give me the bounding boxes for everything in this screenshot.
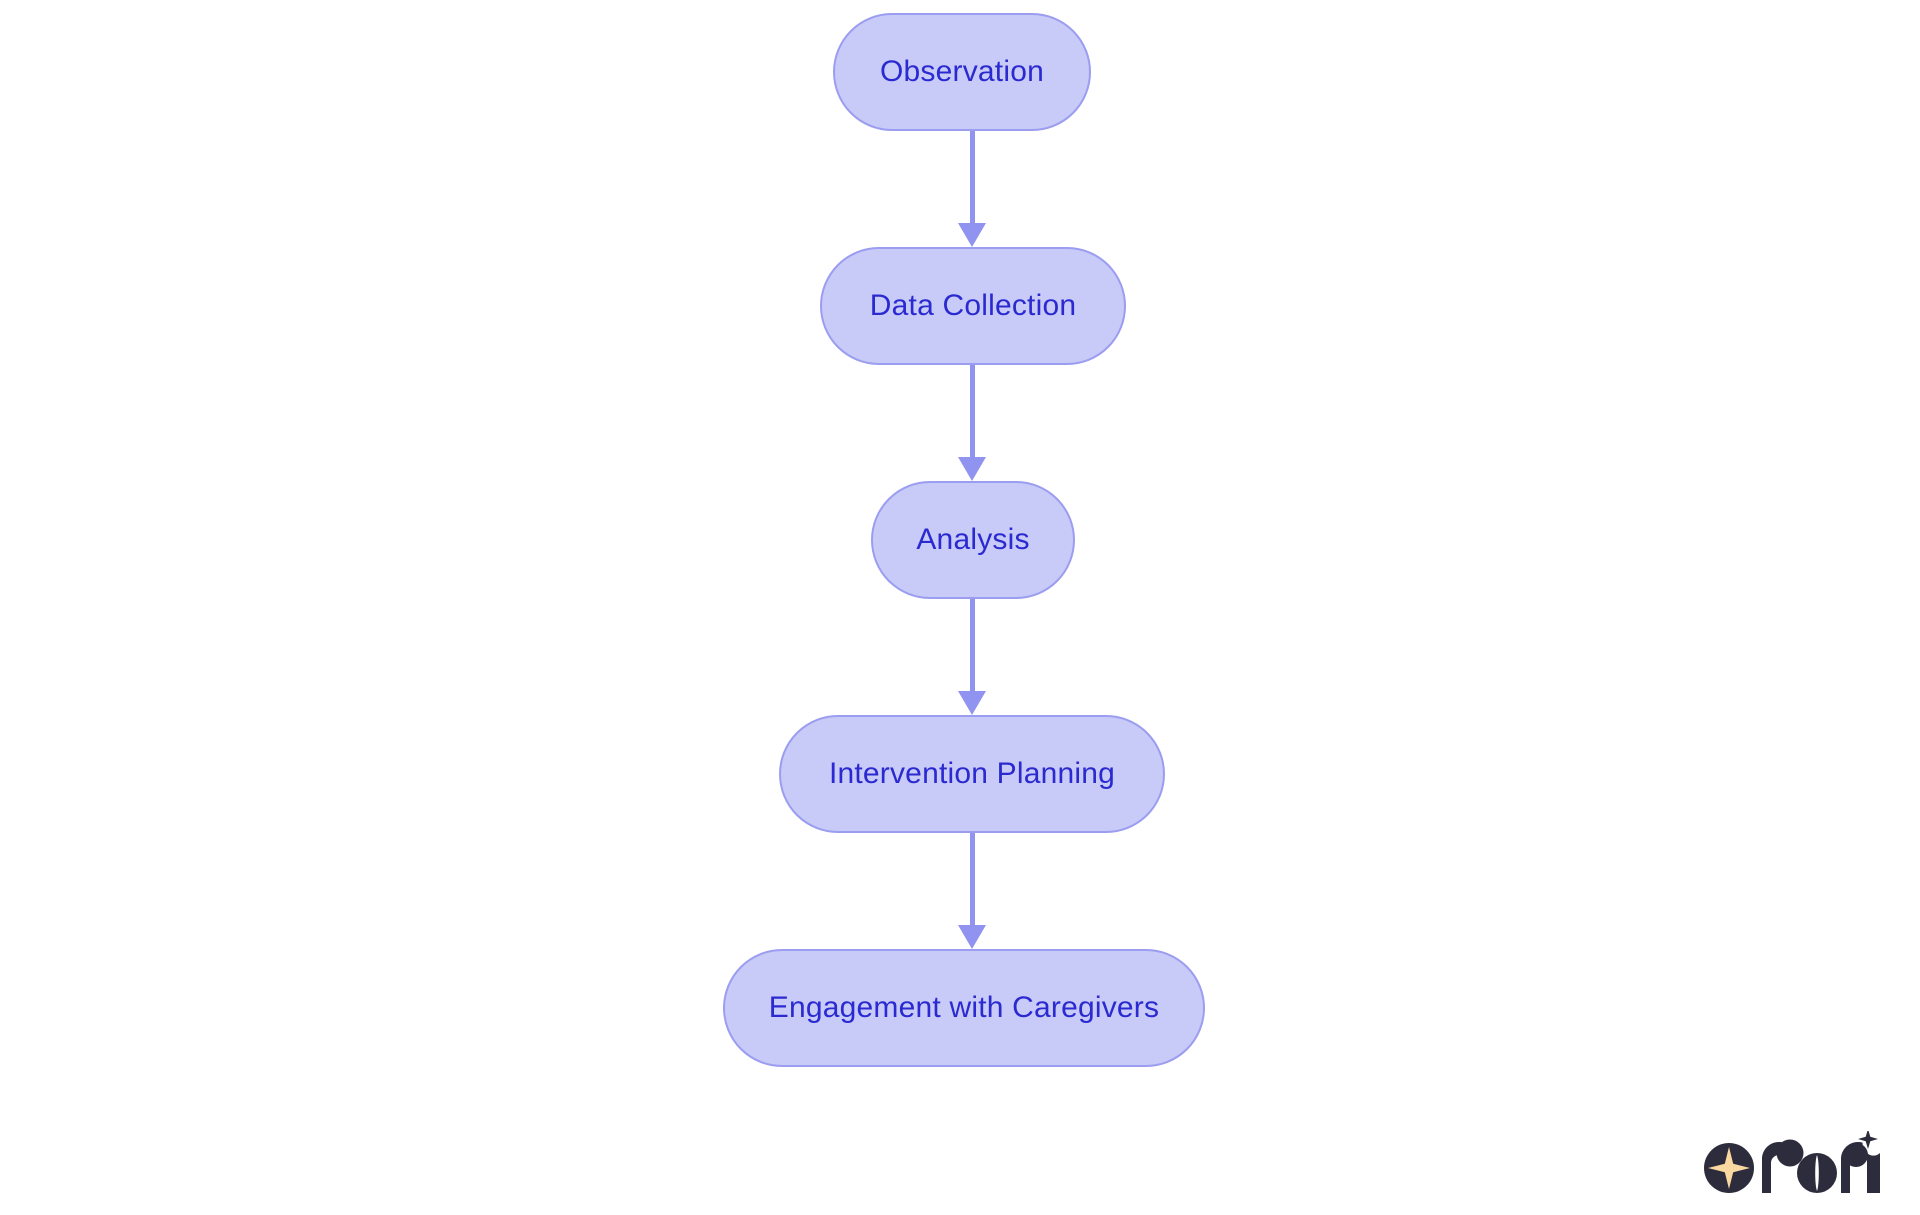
rori-wordmark-icon — [1704, 1131, 1880, 1193]
logo-sparkle-small-icon — [1858, 1131, 1878, 1149]
flow-node-label: Data Collection — [869, 289, 1077, 322]
flow-node-data-collection[interactable]: Data Collection — [820, 247, 1126, 365]
brand-logo — [1704, 1131, 1880, 1193]
logo-letter-o-slit — [1815, 1155, 1819, 1191]
arrow-head-icon — [958, 691, 986, 715]
logo-letter-r-dot — [1776, 1139, 1804, 1167]
arrow-line — [970, 833, 975, 927]
arrow-head-icon — [958, 457, 986, 481]
arrow-line — [970, 365, 975, 459]
sparkle-icon — [1708, 1147, 1750, 1189]
flow-node-observation[interactable]: Observation — [833, 13, 1091, 131]
arrow-line — [970, 599, 975, 693]
flow-node-label: Engagement with Caregivers — [768, 991, 1160, 1024]
flow-node-label: Observation — [880, 55, 1044, 88]
logo-letter-r2-dot — [1844, 1143, 1868, 1167]
flow-node-label: Analysis — [916, 523, 1030, 556]
flow-node-label: Intervention Planning — [828, 757, 1116, 790]
arrow-head-icon — [958, 925, 986, 949]
logo-letter-i — [1867, 1153, 1880, 1193]
flow-node-analysis[interactable]: Analysis — [871, 481, 1075, 599]
arrow-line — [970, 131, 975, 225]
flow-node-engagement-with-caregivers[interactable]: Engagement with Caregivers — [723, 949, 1205, 1067]
arrow-head-icon — [958, 223, 986, 247]
flow-node-intervention-planning[interactable]: Intervention Planning — [779, 715, 1165, 833]
